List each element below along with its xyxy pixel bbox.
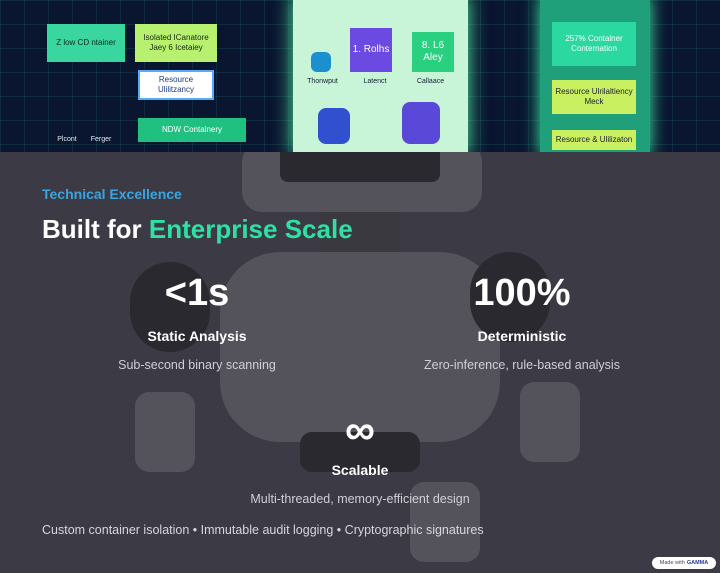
- stat-deterministic: 100% Deterministic Zero-inference, rule-…: [372, 272, 672, 372]
- stat-heading: Deterministic: [477, 328, 567, 344]
- stat-value: 100%: [473, 272, 571, 314]
- diagram-box: 257% Contalner Conternation: [552, 22, 636, 66]
- stat-description: Zero-inference, rule-based analysis: [424, 358, 620, 372]
- section-eyebrow: Technical Excellence: [42, 186, 182, 202]
- diagram-box: Resource & Ulilizaton: [552, 130, 636, 150]
- diagram-block: 1. Rolhs: [350, 28, 392, 72]
- badge-prefix: Made with: [659, 560, 685, 566]
- stat-static-analysis: <1s Static Analysis Sub-second binary sc…: [47, 272, 347, 372]
- title-prefix: Built for: [42, 214, 149, 244]
- stat-scalable: ∞ Scalable Multi-threaded, memory-effici…: [210, 406, 510, 506]
- stat-value: <1s: [164, 272, 230, 314]
- diagram-box: Isolated ICanatore Jaey 6 Icetaiey: [135, 24, 217, 62]
- stat-description: Multi-threaded, memory-efficient design: [250, 492, 470, 506]
- hero-image: Z low CD ntainer Isolated ICanatore Jaey…: [0, 0, 720, 152]
- robot-background-image: [0, 152, 720, 573]
- feature-list: Custom container isolation • Immutable a…: [42, 523, 484, 537]
- diagram-label: Thonwput: [307, 78, 338, 85]
- diagram-label: Ferger: [90, 136, 112, 143]
- diagram-box: Z low CD ntainer: [47, 24, 125, 62]
- diagram-label: Plcont: [57, 136, 77, 143]
- diagram-label: Latenct: [363, 78, 387, 85]
- section-title: Built for Enterprise Scale: [42, 214, 353, 245]
- diagram-label: Callaace: [416, 78, 445, 85]
- diagram-block: 8. L6 Aley: [412, 32, 454, 72]
- stat-heading: Static Analysis: [147, 328, 247, 344]
- diagram-box: NDW Contalnery: [138, 118, 246, 142]
- stat-value: ∞: [345, 406, 375, 453]
- diagram-box: Resource Ulrilaltiency Meck: [552, 80, 636, 114]
- diagram-box: Resource Ulilitzancy: [138, 70, 214, 100]
- title-accent: Enterprise Scale: [148, 214, 353, 244]
- badge-brand: GAMMA: [686, 560, 709, 566]
- stat-heading: Scalable: [331, 462, 389, 478]
- stat-description: Sub-second binary scanning: [118, 358, 276, 372]
